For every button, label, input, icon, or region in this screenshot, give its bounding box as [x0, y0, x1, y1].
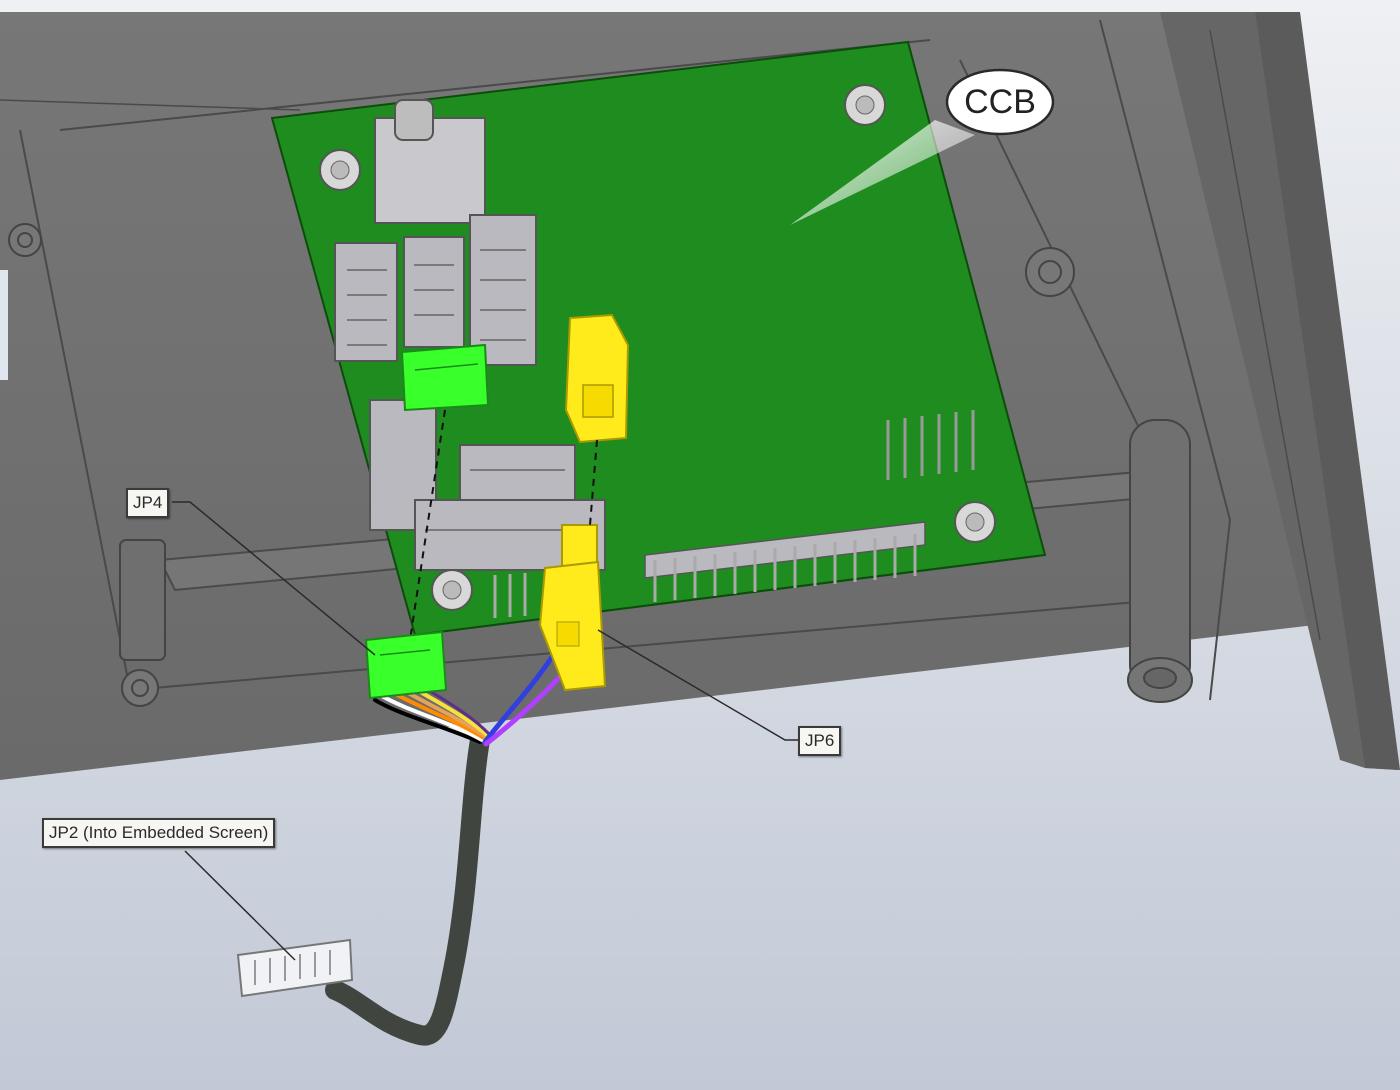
- jp4-plug: [364, 630, 448, 700]
- pin-header-right: [886, 410, 975, 480]
- jp4-board-header: [400, 343, 490, 412]
- pin-header-bottom: [493, 521, 926, 618]
- jp4-leader-line: [172, 501, 376, 656]
- jp6-board-header: [561, 313, 630, 571]
- ccb-pointer-beam: [790, 120, 975, 225]
- ccb-callout-label: CCB: [964, 83, 1036, 121]
- power-jack: [374, 99, 486, 224]
- ccb-callout-bubble: [945, 68, 1055, 136]
- screw-icon: [319, 84, 996, 611]
- jp6-leader-line: [597, 629, 799, 741]
- jp6-plug: [538, 560, 607, 692]
- jp4-callout-label: JP4: [126, 488, 170, 518]
- jp2-leader-line: [184, 850, 296, 961]
- jp6-callout-label: JP6: [798, 726, 842, 756]
- jp2-plug: [236, 938, 354, 998]
- jp2-callout-label: JP2 (Into Embedded Screen): [42, 818, 276, 848]
